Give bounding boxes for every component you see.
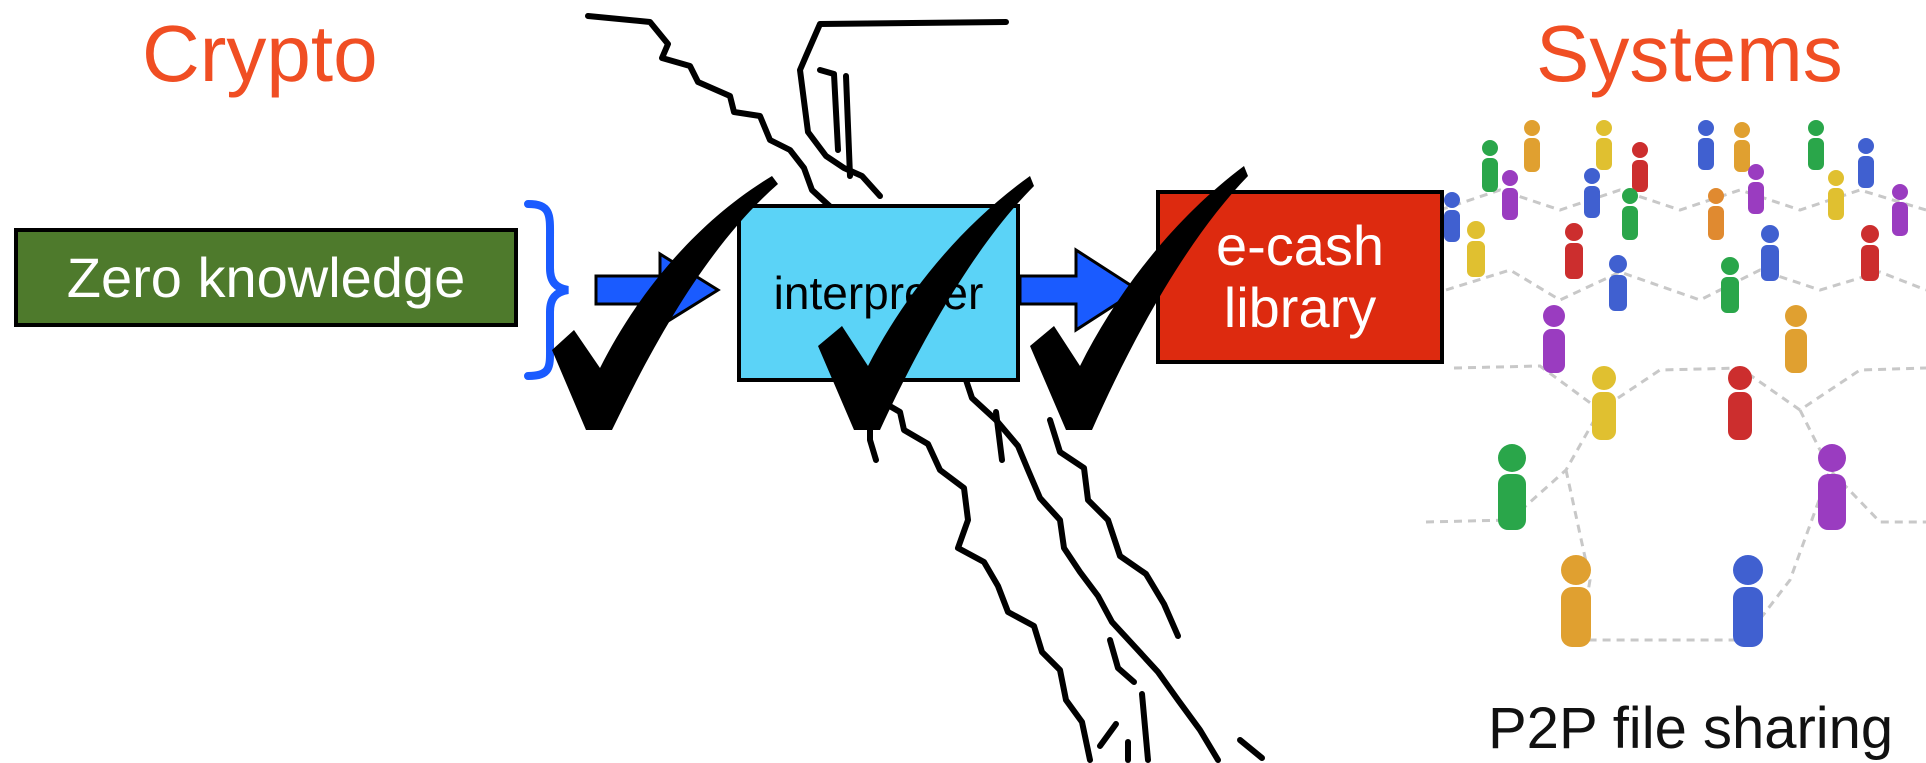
crypto-heading: Crypto xyxy=(142,9,378,98)
zero-knowledge-box: Zero knowledge xyxy=(14,228,518,327)
checkmark-icon xyxy=(552,176,778,430)
p2p-people-network xyxy=(1425,120,1926,647)
curly-brace-icon xyxy=(524,200,569,380)
checkmark-icon xyxy=(818,176,1034,430)
ecash-label-line2: library xyxy=(1223,276,1377,339)
p2p-caption: P2P file sharing xyxy=(1488,696,1894,761)
zero-knowledge-label: Zero knowledge xyxy=(66,246,466,309)
ecash-label-line1: e-cash xyxy=(1215,214,1385,278)
systems-heading: Systems xyxy=(1536,9,1843,98)
people-figures xyxy=(1444,120,1908,647)
arrow-right-icon xyxy=(1018,247,1141,333)
checkmark-icon xyxy=(1030,166,1248,430)
